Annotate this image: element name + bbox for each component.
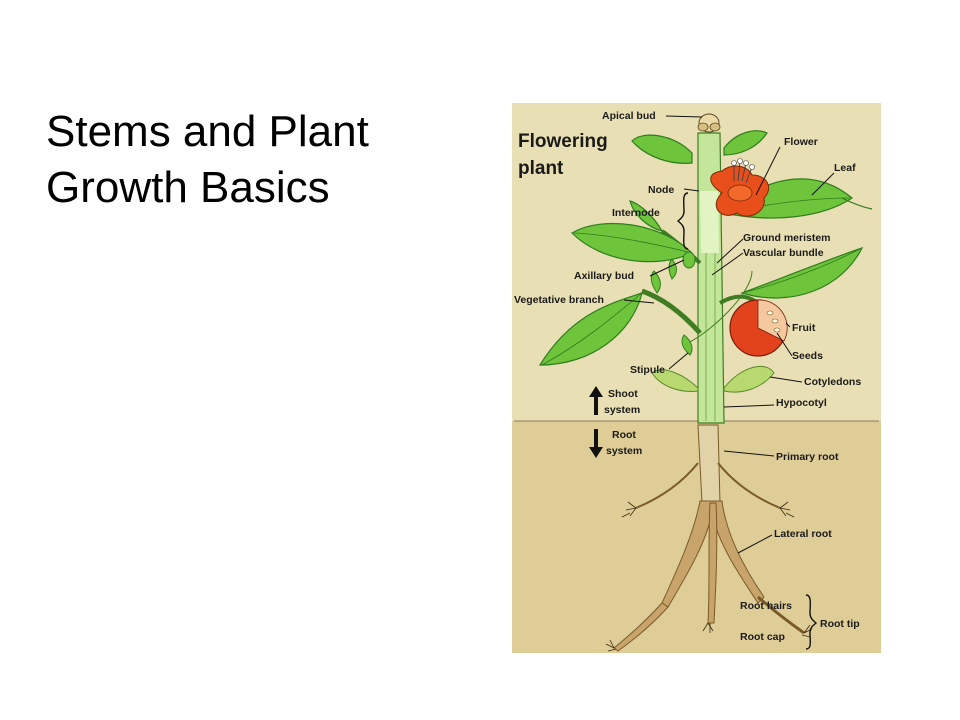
root-drawing (613, 424, 805, 652)
label-lateral-root: Lateral root (774, 528, 832, 540)
leaves-drawing (538, 130, 873, 366)
label-root-cap: Root cap (740, 631, 785, 643)
fruit-drawing (729, 299, 788, 357)
stipule-drawing (681, 334, 693, 356)
apical-bud-drawing (697, 113, 721, 133)
cotyledons-drawing (651, 365, 775, 393)
flower-drawing (710, 158, 770, 217)
label-stipule: Stipule (630, 364, 665, 376)
label-shoot-line-1: Shoot (608, 388, 638, 400)
label-shoot-line-2: system (604, 404, 640, 416)
label-root-tip: Root tip (820, 618, 860, 630)
internode-brace (677, 192, 689, 250)
title-line-1: Stems and Plant (46, 107, 369, 156)
label-leaf: Leaf (834, 162, 856, 174)
label-ground-meristem: Ground meristem (743, 232, 831, 244)
label-axillary-bud: Axillary bud (574, 270, 634, 282)
label-flower: Flower (784, 136, 818, 148)
label-vascular-bundle: Vascular bundle (743, 247, 824, 259)
label-fruit: Fruit (792, 322, 816, 334)
shoot-arrow-icon (589, 386, 603, 415)
label-internode: Internode (612, 207, 660, 219)
label-seeds: Seeds (792, 350, 823, 362)
root-hairs (605, 501, 813, 652)
label-root-line-1: Root (612, 429, 636, 441)
axillary-bud-drawing (682, 251, 696, 269)
root-tip-brace (805, 594, 817, 650)
label-cotyledons: Cotyledons (804, 376, 861, 388)
label-root-hairs: Root hairs (740, 600, 792, 612)
label-root-line-2: system (606, 445, 642, 457)
diagram-heading-line-2: plant (518, 158, 564, 179)
title-line-2: Growth Basics (46, 163, 330, 212)
leader-lines (623, 115, 835, 554)
diagram-heading-line-1: Flowering (518, 131, 608, 152)
slide-title: Stems and Plant Growth Basics (46, 104, 496, 216)
label-primary-root: Primary root (776, 451, 839, 463)
root-arrow-icon (589, 429, 603, 458)
label-apical-bud: Apical bud (602, 110, 656, 122)
label-node: Node (648, 184, 674, 196)
branch-leaflets (650, 258, 677, 294)
flowering-plant-diagram: Flowering plant Apical bud Flower Leaf N… (512, 103, 881, 653)
label-vegetative-branch: Vegetative branch (514, 294, 604, 306)
label-hypocotyl: Hypocotyl (776, 397, 827, 409)
